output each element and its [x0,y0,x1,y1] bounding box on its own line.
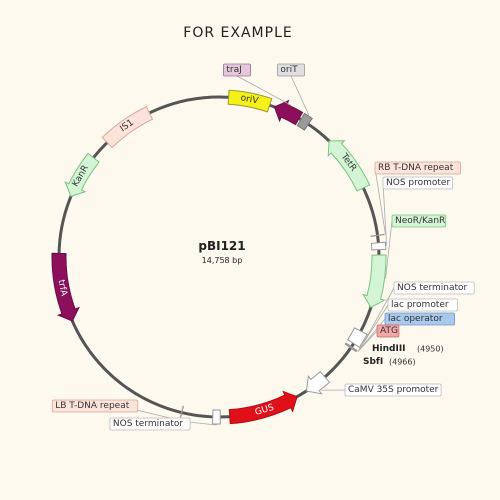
NOSt2-label-box [109,417,191,431]
RB-label[interactable]: RB T-DNA repeat [374,161,461,175]
lacp-label-box [387,298,458,312]
site-hindiii-position: (4950) [417,345,444,354]
NOSp-label-leader [382,182,388,246]
traJ-label[interactable]: traJ [222,63,251,77]
feature-nost1[interactable] [347,327,368,348]
NOSt2-label[interactable]: NOS terminator [109,417,191,431]
marker-lb [179,405,185,420]
RB-label-leader [374,167,386,235]
traJ-label-leader [236,75,292,106]
CaMV-label-box [344,383,442,397]
NOSt1-label-text: NOS terminator [397,283,468,293]
site-hindiii-name[interactable]: HindIII [372,344,406,354]
ATG-label[interactable]: ATG [376,324,400,338]
ATG-label-leader [357,330,378,352]
feature-orit[interactable] [296,112,313,131]
feature-is1[interactable] [101,105,154,149]
traJ-label-text: traJ [226,65,241,75]
NOSp-label-box [382,176,453,190]
oriT-label-leader [290,75,310,116]
lacp-label-leader [358,304,389,351]
NOSp-label[interactable]: NOS promoter [382,176,453,190]
oriT-label-text: oriT [280,65,298,75]
RB-label-text: RB T-DNA repeat [378,163,454,173]
NOSt2-label-text: NOS terminator [113,419,184,429]
feature-oriv[interactable] [227,89,273,113]
NeoR-label-box [391,214,447,228]
oriT-label[interactable]: oriT [276,63,305,77]
traJ-label-box [222,63,251,77]
ATG-label-box [376,324,400,338]
marker-rb [370,233,385,237]
site-sbfi-position: (4966) [389,358,416,367]
NOSt1-label-leader [364,287,395,342]
feature-gus[interactable] [228,390,298,425]
RB-label-box [374,161,461,175]
lacop-label[interactable]: lac operator [384,312,455,326]
feature-nosp[interactable] [370,241,387,251]
feature-label-trfa: trfA [56,279,69,298]
oriT-label-box [276,63,305,77]
plasmid-size: 14,758 bp [202,256,243,265]
LB-label-text: LB T-DNA repeat [55,401,129,411]
marker-lacop2 [344,343,357,353]
LB-label-box [51,399,139,413]
feature-trfa[interactable] [51,252,80,322]
lacop-label-text: lac operator [388,314,443,324]
LB-label[interactable]: LB T-DNA repeat [51,399,139,413]
plasmid-name: pBI121 [198,239,245,253]
NOSt1-label-box [393,281,475,295]
lacp-label-text: lac promoter [391,300,449,310]
feature-traj[interactable] [273,99,304,126]
NeoR-label[interactable]: NeoR/KanR [391,214,447,228]
feature-tetr[interactable] [327,140,371,192]
page-heading: FOR EXAMPLE [183,25,292,41]
feature-camv[interactable] [305,371,331,395]
CaMV-label[interactable]: CaMV 35S promoter [344,383,442,397]
NeoR-label-text: NeoR/KanR [395,216,445,226]
lacop-label-leader [357,318,386,352]
restriction-sites: HindIII (4950) SbfI (4966) [363,344,444,367]
feature-label-oriv: oriV [240,93,260,106]
feature-kanr[interactable] [64,152,100,198]
lacop-label-box [384,312,455,326]
NOSt1-label[interactable]: NOS terminator [393,281,475,295]
NOSp-label-text: NOS promoter [386,178,450,188]
NeoR-label-leader [385,220,393,279]
site-sbfi-name[interactable]: SbfI [363,357,383,367]
feature-neor[interactable] [362,254,387,308]
marker-lacop [345,342,358,352]
ATG-label-text: ATG [380,326,398,336]
lacp-label[interactable]: lac promoter [387,298,458,312]
CaMV-label-text: CaMV 35S promoter [348,385,439,395]
feature-nost2[interactable] [211,409,221,425]
